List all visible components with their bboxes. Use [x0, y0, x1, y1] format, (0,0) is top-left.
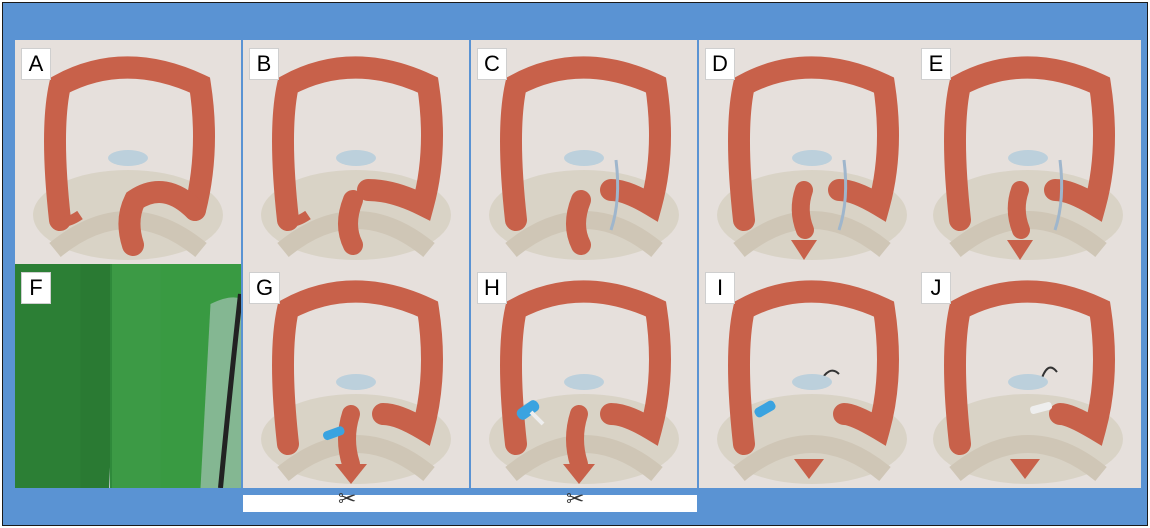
panel-i: I [699, 264, 925, 488]
panel-label: A [21, 48, 51, 80]
scissors-icon: ✂ [566, 488, 584, 510]
bottom-white-strip [243, 495, 697, 512]
panel-label: J [921, 272, 951, 304]
photo-right [112, 264, 241, 488]
panel-label: E [921, 48, 951, 80]
panel-h: H [471, 264, 697, 488]
panel-label: I [705, 272, 735, 304]
scissors-icon: ✂ [338, 488, 356, 510]
panel-label: F [21, 272, 51, 304]
panel-d: D [699, 40, 925, 264]
panel-g: G [243, 264, 469, 488]
panel-c: C [471, 40, 697, 264]
panel-label: H [477, 272, 507, 304]
panel-e: E [915, 40, 1141, 264]
panel-label: C [477, 48, 507, 80]
panel-a: A [15, 40, 241, 264]
panel-label: B [249, 48, 279, 80]
drape-instrument-photo [112, 264, 241, 488]
panel-label: G [249, 272, 280, 304]
panel-label: D [705, 48, 735, 80]
panel-j: J [915, 264, 1141, 488]
panel-b: B [243, 40, 469, 264]
panel-f: F [15, 264, 241, 488]
